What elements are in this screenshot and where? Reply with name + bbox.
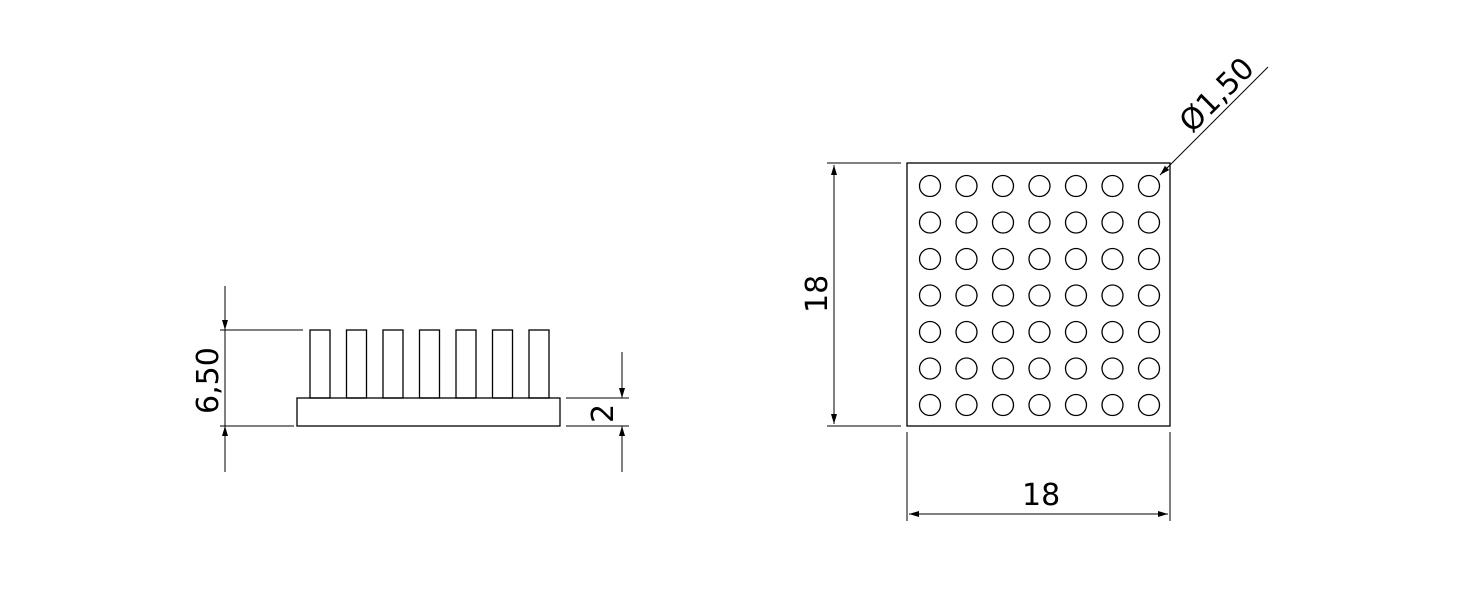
top-pin-hole — [955, 357, 978, 380]
top-pin-hole — [1028, 284, 1051, 307]
top-pin-hole — [918, 357, 942, 380]
side-pin — [418, 329, 441, 399]
top-pin-hole — [1064, 247, 1088, 271]
top-pin-hole — [1137, 393, 1161, 417]
top-pin-hole — [1101, 357, 1124, 380]
top-pin-hole — [955, 247, 978, 271]
top-pin-hole — [991, 357, 1015, 380]
top-pin-hole — [991, 247, 1015, 271]
top-pin-hole — [1064, 357, 1088, 380]
top-pin-hole — [1101, 320, 1124, 344]
top-pin-hole — [991, 174, 1015, 198]
top-pin-hole — [1064, 284, 1088, 307]
top-pin-hole — [1064, 211, 1088, 234]
top-pin-hole — [955, 174, 978, 198]
top-pin-hole — [918, 174, 942, 198]
top-pin-hole — [955, 320, 978, 344]
top-pin-hole — [918, 320, 942, 344]
side-pin — [455, 329, 477, 399]
base-thickness-label: 2 — [586, 404, 621, 423]
side-pin — [491, 329, 514, 399]
side-pin — [309, 329, 331, 399]
top-pin-hole — [1028, 320, 1051, 344]
top-view: 18 18 Ø1,50 — [800, 51, 1269, 521]
top-pin-hole — [918, 247, 942, 271]
top-pin-hole — [918, 393, 942, 417]
top-pin-hole — [1137, 320, 1161, 344]
top-pin-hole — [1028, 211, 1051, 234]
side-base-plate — [296, 397, 561, 427]
top-pin-hole — [955, 393, 978, 417]
height-dimension-label: 6,50 — [191, 347, 226, 414]
top-base-outline — [906, 162, 1171, 427]
top-pin-hole — [918, 211, 942, 234]
top-pin-hole — [1101, 284, 1124, 307]
top-pin-hole — [991, 211, 1015, 234]
side-pin — [382, 329, 404, 399]
top-pin-hole — [1028, 247, 1051, 271]
top-pin-hole — [991, 284, 1015, 307]
top-pin-hole — [1137, 284, 1161, 307]
top-pin-hole — [1028, 357, 1051, 380]
top-pin-hole — [1064, 393, 1088, 417]
top-pin-hole — [918, 284, 942, 307]
top-pin-grid — [918, 174, 1161, 417]
top-pin-hole — [1101, 393, 1124, 417]
top-pin-hole — [1101, 174, 1124, 198]
top-pin-hole — [1137, 247, 1161, 271]
side-pin — [345, 329, 368, 399]
top-pin-hole — [955, 284, 978, 307]
height-18-label: 18 — [800, 275, 835, 313]
top-pin-hole — [991, 393, 1015, 417]
top-pin-hole — [955, 211, 978, 234]
top-pin-hole — [1101, 211, 1124, 234]
top-pin-hole — [1137, 357, 1161, 380]
side-view: 6,50 2 — [191, 286, 629, 472]
pin-diameter-label: Ø1,50 — [1173, 51, 1262, 140]
top-pin-hole — [1028, 174, 1051, 198]
side-pin — [528, 329, 550, 399]
diameter-leader-line — [1159, 66, 1269, 176]
width-18-label: 18 — [1022, 478, 1060, 513]
top-pin-hole — [1101, 247, 1124, 271]
top-pin-hole — [991, 320, 1015, 344]
top-pin-hole — [1137, 174, 1161, 198]
side-pins — [309, 329, 550, 399]
top-pin-hole — [1064, 174, 1088, 198]
top-pin-hole — [1137, 211, 1161, 234]
top-pin-hole — [1064, 320, 1088, 344]
top-pin-hole — [1028, 393, 1051, 417]
